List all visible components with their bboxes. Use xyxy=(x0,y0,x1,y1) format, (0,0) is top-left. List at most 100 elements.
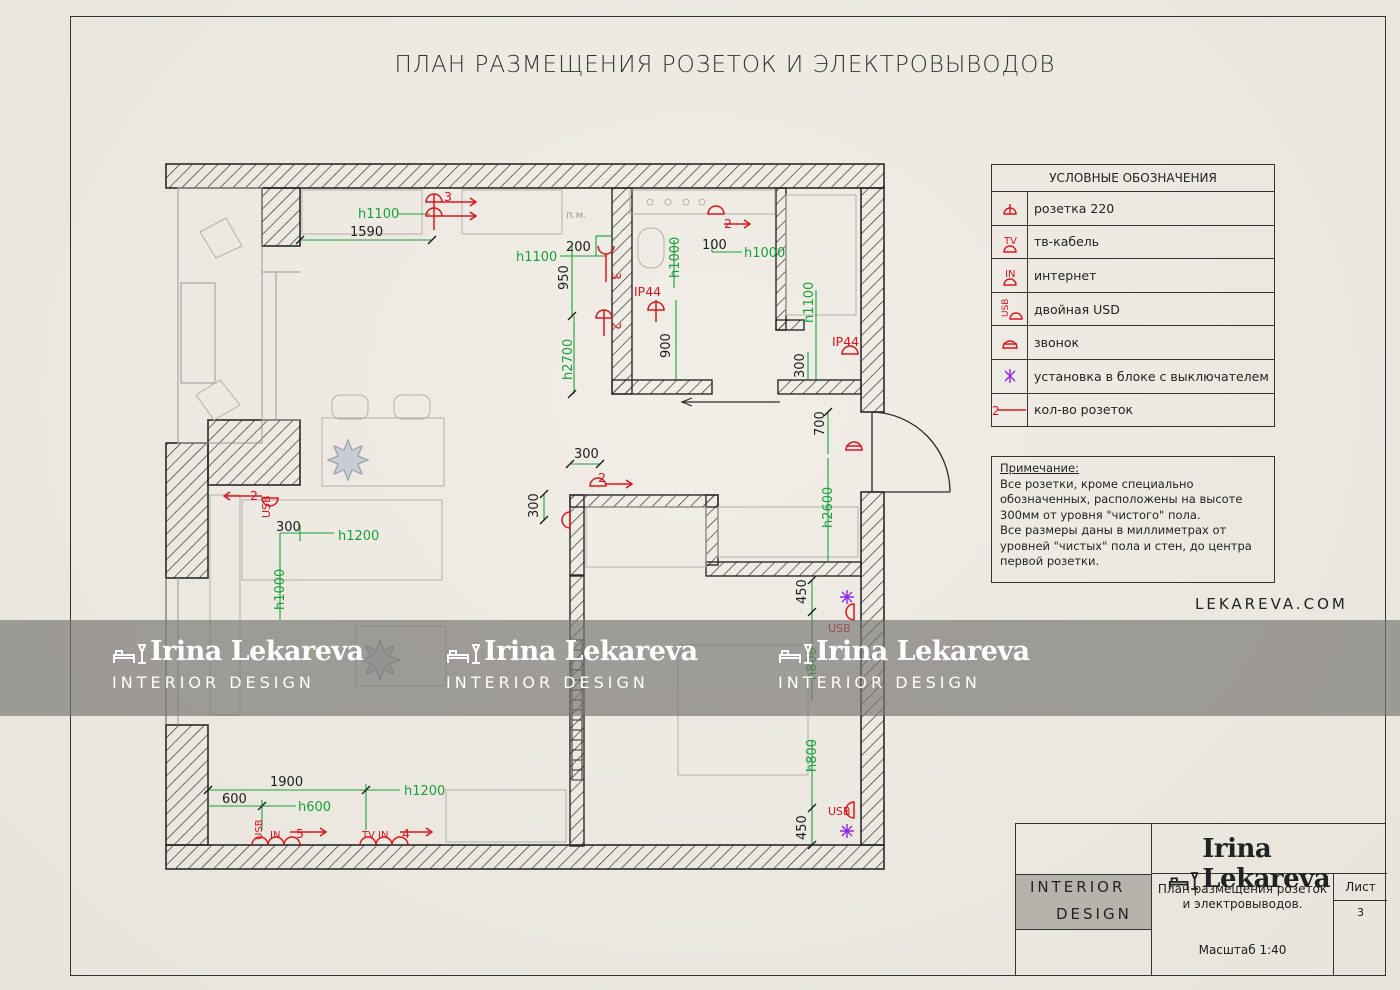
drawing-frame xyxy=(70,16,1386,976)
bed-lamp-logo-icon xyxy=(447,644,480,664)
watermark-name: Irina Lekareva xyxy=(816,636,1030,667)
dim-h1200-living: h1200 xyxy=(338,529,379,544)
dim-300-hall-v: 300 xyxy=(527,493,542,518)
title-block-studio: INTERIOR DESIGN xyxy=(1016,874,1151,930)
svg-text:TV: TV xyxy=(1003,236,1017,247)
watermark: Irina Lekareva INTERIOR DESIGN xyxy=(112,636,364,692)
title-block-logo-cell xyxy=(1151,824,1387,874)
dim-200: 200 xyxy=(566,240,591,255)
dimension-labels: 1590 h1100 h1100 200 950 h2700 h1000 100… xyxy=(222,207,836,840)
drawing-title: ПЛАН РАЗМЕЩЕНИЯ РОЗЕТОК И ЭЛЕКТРОВЫВОДОВ xyxy=(394,52,1056,78)
in-bed-wall: IN xyxy=(270,830,280,841)
sheet-label: Лист xyxy=(1334,880,1387,901)
count-2-bath: 2 xyxy=(724,216,732,231)
legend-row: IN интернет xyxy=(992,259,1274,293)
note-line: Все розетки, кроме специально xyxy=(1000,476,1194,491)
bed-usb-socket-top-icon xyxy=(845,603,855,621)
tv-socket-icon: TV xyxy=(992,225,1028,259)
legend-row: установка в блоке с выключателем xyxy=(992,359,1274,394)
sheet-number: 3 xyxy=(1357,906,1364,919)
tv-bed-wall: TV xyxy=(361,830,375,841)
bed-lamp-logo-icon xyxy=(113,644,146,664)
legend-label: установка в блоке с выключателем xyxy=(1034,368,1269,384)
usb-bed-bottom: USB xyxy=(828,805,851,818)
legend-label: двойная USD xyxy=(1034,301,1120,317)
dim-900: 900 xyxy=(659,333,674,358)
legend-header: УСЛОВНЫЕ ОБОЗНАЧЕНИЯ xyxy=(992,165,1274,192)
usb-living: USB xyxy=(260,495,273,518)
dim-h800-bottom: h800 xyxy=(805,739,820,772)
count-3-stove: 3 xyxy=(609,272,624,280)
hall-socket-icon xyxy=(589,477,607,487)
dim-300-hall: 300 xyxy=(574,447,599,462)
usb-socket-icon: USB xyxy=(992,292,1028,326)
note-line: уровней "чистых" пола и стен, до центра xyxy=(1000,538,1252,553)
dim-h1000-wc: h1000 xyxy=(668,237,683,278)
note-line: Все размеры даны в миллиметрах от xyxy=(1000,523,1227,537)
dim-h600: h600 xyxy=(298,800,331,815)
watermark: Irina Lekareva INTERIOR DESIGN xyxy=(446,636,698,692)
dim-450-top: 450 xyxy=(795,579,810,604)
watermark-sub: INTERIOR DESIGN xyxy=(778,673,981,692)
wc-socket-icon xyxy=(647,301,665,311)
note-line: обозначенных, расположены на высоте xyxy=(1000,492,1243,506)
ip44-bath: IP44 xyxy=(832,334,859,349)
bath-door-arrow xyxy=(680,397,780,407)
socket-icon xyxy=(992,192,1028,225)
dim-h1100-bath: h1100 xyxy=(802,282,817,323)
watermark-name: Irina Lekareva xyxy=(150,636,364,667)
socket-labels: 3 2 3 2 IP44 IP44 2 2 USB USB USB USB IN… xyxy=(250,189,859,841)
entry-door xyxy=(871,411,951,493)
dim-h1200-bed: h1200 xyxy=(404,784,445,799)
stove-socket-icon xyxy=(595,309,613,319)
legend-label: тв-кабель xyxy=(1034,234,1100,250)
doorbell-icon xyxy=(845,441,863,451)
note-line: первой розетки. xyxy=(1000,554,1100,568)
dim-1900: 1900 xyxy=(270,775,303,790)
count-4: 4 xyxy=(402,826,410,841)
bed-lamp-logo-icon xyxy=(1168,872,1199,890)
doorbell-icon xyxy=(992,326,1028,359)
watermark-sub: INTERIOR DESIGN xyxy=(112,673,315,692)
note-line: 300мм от уровня "чистого" пола. xyxy=(1000,507,1201,522)
socket-count-icon: 2 xyxy=(992,393,1028,427)
switch-block-marks xyxy=(840,590,854,838)
count-5: 5 xyxy=(296,826,304,841)
living-usb-socket-icon xyxy=(261,497,279,507)
svg-text:USB: USB xyxy=(1001,298,1011,316)
count-2-stove: 2 xyxy=(609,322,624,330)
count-2-hall: 2 xyxy=(598,470,606,485)
sheet-description: План размещения розеток и электровыводов… xyxy=(1151,874,1333,930)
watermark-name: Irina Lekareva xyxy=(484,636,698,667)
sheet-number-cell: Лист 3 xyxy=(1333,874,1387,930)
watermark-sub: INTERIOR DESIGN xyxy=(446,673,649,692)
dim-300-living: 300 xyxy=(276,520,301,535)
watermark-band xyxy=(0,620,1400,716)
dim-h1000-living: h1000 xyxy=(273,569,288,610)
title-block-empty-cell xyxy=(1016,930,1151,976)
dim-h2700: h2700 xyxy=(561,339,576,380)
note-box: Примечание: Все розетки, кроме специальн… xyxy=(991,456,1275,583)
legend-label: кол-во розеток xyxy=(1034,402,1134,418)
studio-line-1: INTERIOR xyxy=(1030,878,1126,896)
note-heading: Примечание: xyxy=(1000,461,1079,475)
dim-h1000-bath: h1000 xyxy=(744,246,785,261)
scale-label: Масштаб 1:40 xyxy=(1151,930,1333,976)
dim-700: 700 xyxy=(813,411,828,436)
dim-450-bottom: 450 xyxy=(795,815,810,840)
dim-h1100-kitchen: h1100 xyxy=(358,207,399,222)
website-label: LEKAREVA.COM xyxy=(1195,595,1348,613)
watermark: Irina Lekareva INTERIOR DESIGN xyxy=(778,636,1030,692)
studio-line-2: DESIGN xyxy=(1056,905,1132,923)
dim-100: 100 xyxy=(702,238,727,253)
title-block-brand: Irina Lekareva xyxy=(1168,834,1385,894)
legend-row: USB двойная USD xyxy=(992,292,1274,327)
bath-socket-icon xyxy=(707,205,725,215)
switch-block-icon xyxy=(992,359,1028,393)
sheet-description-line: План размещения розеток xyxy=(1157,882,1328,896)
socket-markers xyxy=(222,193,863,846)
dim-600: 600 xyxy=(222,792,247,807)
legend-row: розетка 220 xyxy=(992,192,1274,226)
ip44-wc: IP44 xyxy=(634,284,661,299)
